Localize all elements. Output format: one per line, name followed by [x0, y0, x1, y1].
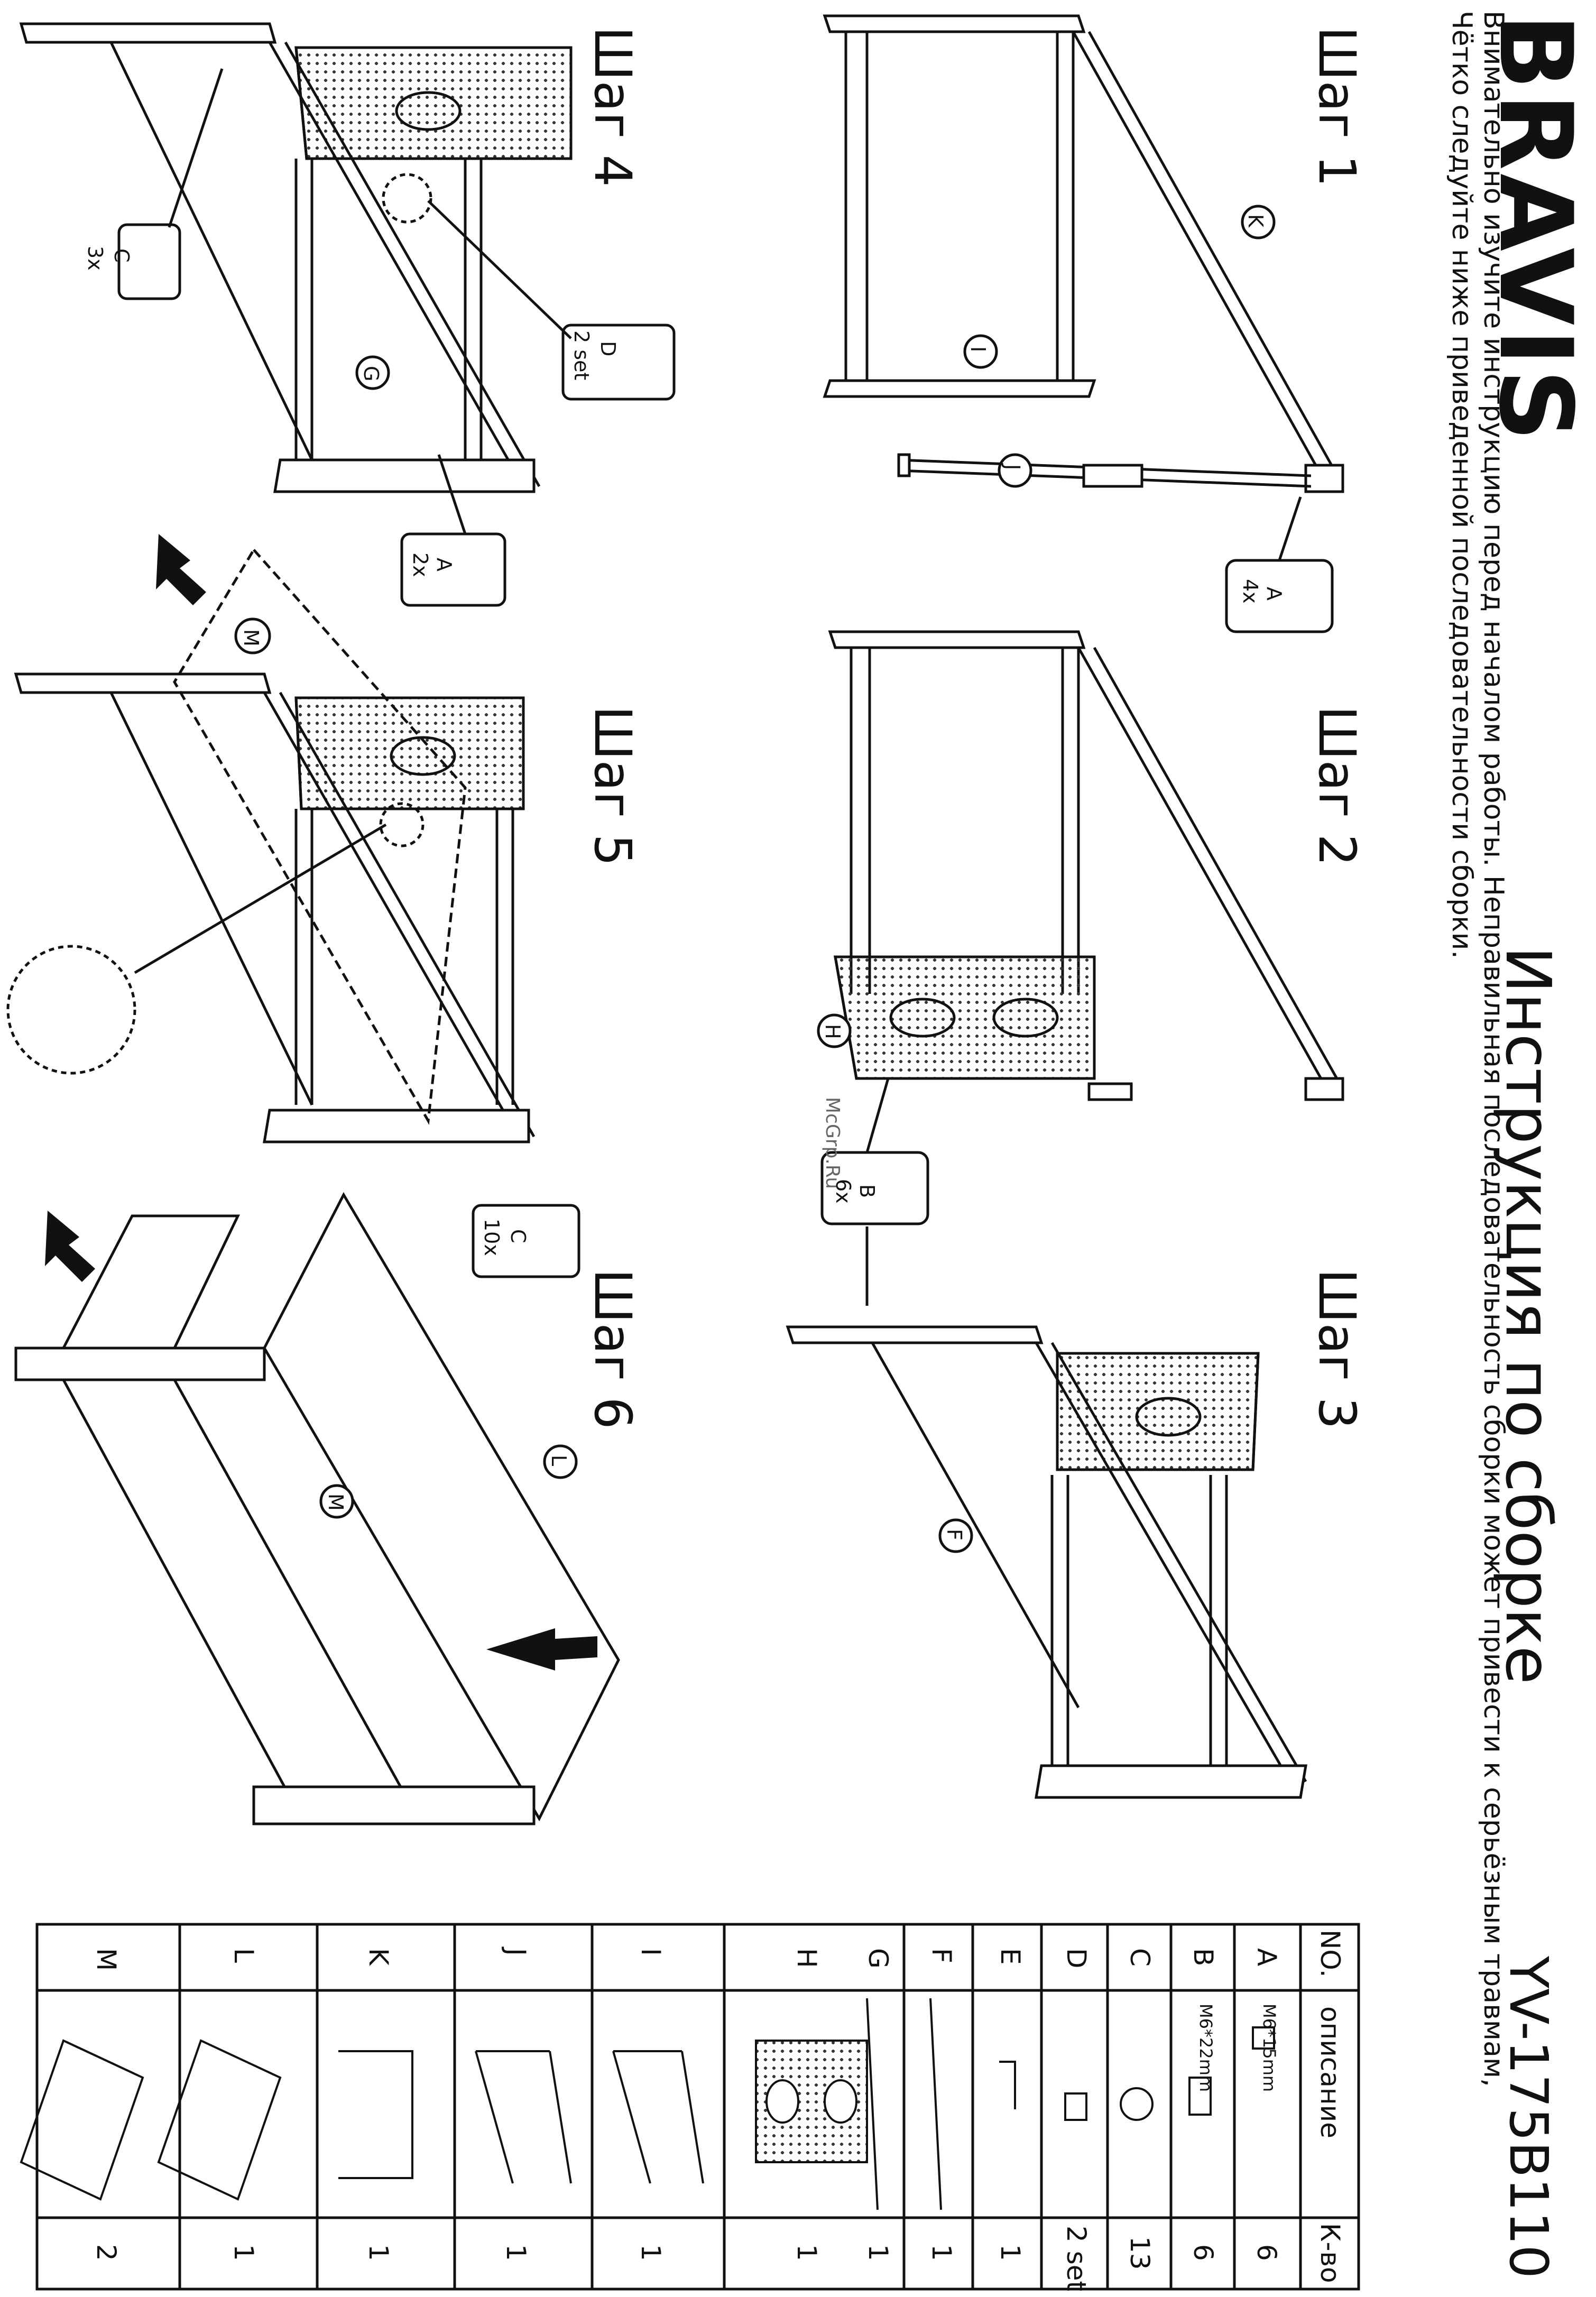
row-a-qty: 6	[1251, 2244, 1282, 2261]
row-l-qty: 1	[228, 2244, 259, 2261]
row-e-qty: 1	[995, 2244, 1026, 2261]
parts-table-icons	[20, 1998, 1275, 2210]
step-4-label: Шаг 4	[583, 26, 642, 187]
row-m-qty: 2	[91, 2244, 122, 2261]
s4-callout-c: C	[110, 248, 133, 263]
s5-callout-c-qty: 10x	[480, 1219, 503, 1256]
row-b-desc: M6*22mm	[1196, 2004, 1216, 2092]
step2-drawing	[817, 630, 1344, 1306]
s4-callout-d-qty: 2 set	[570, 330, 593, 381]
s4-callout-a: A	[432, 558, 456, 571]
row-m-no: M	[91, 1948, 122, 1971]
row-k-qty: 1	[363, 2244, 394, 2261]
s1-label-i: I	[966, 346, 990, 353]
step-5-label: Шаг 5	[583, 706, 642, 866]
s1-callout-a-qty: 4x	[1239, 579, 1262, 604]
s6-label-m: M	[324, 1493, 347, 1511]
s4-callout-c-qty: 3x	[84, 246, 107, 271]
intro-line-1: Внимательно изучите инструкцию перед нач…	[1478, 11, 1509, 2087]
watermark: McGrp.Ru	[822, 1097, 843, 1189]
step4-drawing	[19, 22, 676, 607]
row-c-no: C	[1124, 1948, 1155, 1967]
step6-arrows	[45, 1211, 597, 1671]
step1-drawing	[823, 14, 1344, 633]
row-b-qty: 6	[1188, 2244, 1219, 2261]
s3-label-f: F	[943, 1529, 966, 1540]
step5-drawing	[6, 547, 580, 1278]
step6-drawing	[14, 1192, 620, 1825]
row-e-no: E	[995, 1948, 1026, 1965]
s4-callout-a-qty: 2x	[409, 552, 432, 577]
table-header-qty: К-во	[1315, 2223, 1345, 2283]
row-j-qty: 1	[501, 2244, 531, 2261]
step-2-label: Шаг 2	[1307, 706, 1367, 866]
s1-label-k: K	[1244, 214, 1267, 227]
s2-callout-b-qty: 6x	[832, 1179, 855, 1204]
s5-callout-c: C	[506, 1229, 530, 1243]
s2-callout-b: B	[855, 1184, 879, 1198]
row-h-qty: 1	[791, 2244, 822, 2261]
row-l-no: L	[228, 1948, 259, 1963]
row-h-no: H	[791, 1948, 822, 1968]
s4-label-g: G	[359, 366, 383, 382]
row-f-qty: 1	[926, 2244, 957, 2261]
table-header-no: NO.	[1315, 1930, 1345, 1978]
row-i-no: I	[635, 1948, 666, 1956]
row-b-no: B	[1188, 1948, 1219, 1967]
row-g-no: G	[863, 1948, 893, 1969]
row-f-no: F	[926, 1948, 957, 1963]
row-d-qty: 2 set	[1061, 2226, 1092, 2292]
s6-label-l: L	[547, 1455, 570, 1466]
intro-line-2: Чётко следуйте ниже приведенной последов…	[1446, 11, 1478, 959]
step-1-label: Шаг 1	[1307, 26, 1367, 187]
row-i-qty: 1	[635, 2244, 666, 2261]
step-3-label: Шаг 3	[1307, 1269, 1367, 1429]
step-6-label: Шаг 6	[583, 1269, 642, 1429]
parts-table-grid	[35, 1923, 1360, 2291]
row-d-no: D	[1061, 1948, 1092, 1969]
step5-arrow	[156, 534, 206, 605]
row-a-no: A	[1251, 1948, 1282, 1967]
row-k-no: K	[363, 1948, 394, 1966]
s2-label-h: H	[821, 1024, 844, 1039]
s4-callout-d: D	[596, 341, 620, 357]
s1-callout-a: A	[1262, 587, 1286, 601]
table-header-desc: описание	[1315, 2006, 1345, 2138]
step3-drawing	[786, 1325, 1307, 1799]
row-g-qty: 1	[863, 2244, 893, 2261]
s5-label-m: M	[239, 629, 263, 647]
s1-label-j: J	[1001, 464, 1024, 471]
row-c-qty: 13	[1124, 2236, 1155, 2270]
row-j-no: J	[501, 1948, 531, 1956]
row-a-desc: M6*15mm	[1259, 2004, 1279, 2092]
